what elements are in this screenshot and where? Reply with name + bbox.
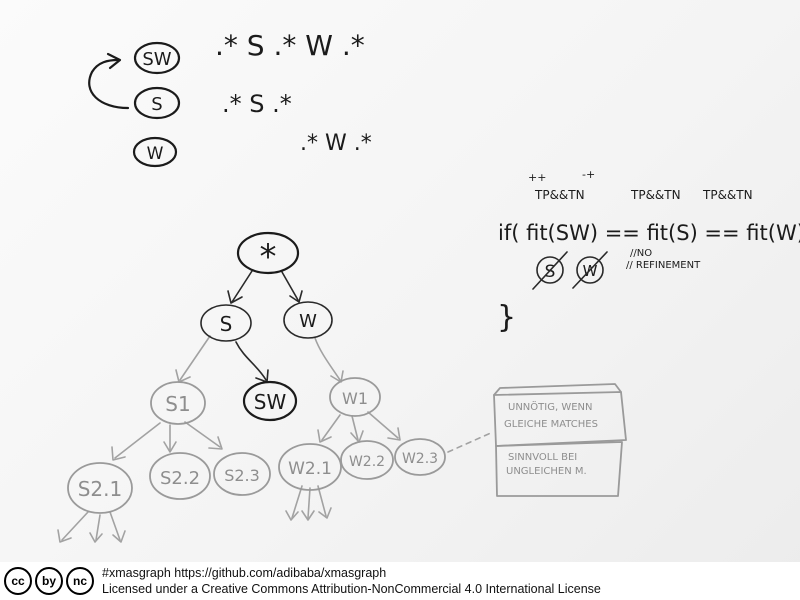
tree-node-s1: S1 (150, 381, 206, 425)
edge-s1-s21-head (111, 446, 126, 461)
crossed-s-symbol: S (532, 251, 568, 290)
tree-node-s22: S2.2 (149, 452, 211, 500)
notes-box: UNNÖTIG, WENN GLEICHE MATCHES SINNVOLL B… (493, 383, 627, 497)
edge-s1-s21 (114, 422, 161, 459)
edge-w1-w22 (351, 415, 359, 441)
legend-pattern-s: .* S .* (222, 90, 292, 118)
tree-node-s23: S2.3 (213, 452, 271, 496)
note-top-line-2: GLEICHE MATCHES (504, 419, 598, 430)
code-label-1: TP&&TN (534, 188, 585, 202)
svg-text:*: * (260, 237, 277, 277)
footer-text: #xmasgraph https://github.com/adibaba/xm… (102, 565, 601, 597)
code-close-brace: } (497, 300, 516, 335)
legend-node-sw: SW (133, 41, 181, 75)
edge-root-s-head (227, 290, 243, 304)
edge-root-s (231, 270, 253, 303)
svg-text:S2.3: S2.3 (224, 466, 260, 485)
svg-text:S2.2: S2.2 (160, 468, 200, 489)
code-note-no: //NO (630, 248, 652, 259)
tree-node-s: S (200, 304, 252, 342)
svg-text:W1: W1 (342, 389, 368, 408)
tree-node-w1: W1 (329, 377, 381, 417)
footer-line-1[interactable]: #xmasgraph https://github.com/adibaba/xm… (102, 566, 387, 580)
edge-s1-s23 (184, 421, 221, 448)
svg-text:SW: SW (254, 390, 287, 414)
edge-s-sw (235, 341, 267, 381)
code-label-3: TP&&TN (702, 188, 753, 202)
svg-text:W2.1: W2.1 (288, 459, 332, 479)
svg-text:SW: SW (142, 49, 171, 70)
w21-leaf-arrows (285, 485, 332, 521)
cc-license-badges: cc by nc (4, 567, 94, 595)
legend-node-s: S (133, 86, 181, 120)
noncommercial-icon: nc (66, 567, 94, 595)
edge-s-s1 (179, 335, 211, 381)
edge-w1-w23-head (387, 427, 401, 441)
svg-text:W: W (147, 144, 164, 164)
edge-w1-w23 (367, 411, 399, 439)
cc-icon: cc (4, 567, 32, 595)
svg-text:S: S (220, 312, 233, 336)
code-note-refinement: // REFINEMENT (626, 260, 701, 271)
tree-node-w22: W2.2 (340, 440, 394, 480)
crossed-w-symbol: W (572, 251, 608, 289)
legend-node-w: W (132, 136, 178, 168)
footer-line-2[interactable]: Licensed under a Creative Commons Attrib… (102, 582, 601, 596)
edge-root-w-head (289, 290, 303, 303)
edge-root-w (281, 271, 299, 301)
code-minus-marks: -+ (582, 168, 595, 181)
svg-text:S: S (151, 94, 162, 115)
note-dashed-connector (447, 431, 494, 453)
legend-arrow-head (106, 52, 122, 70)
svg-text:W: W (299, 311, 317, 332)
legend-curved-arrow (88, 58, 130, 110)
svg-text:S1: S1 (165, 392, 190, 416)
tree-node-s21: S2.1 (67, 462, 133, 514)
tree-node-w: W (283, 301, 333, 339)
note-bottom-line-2: UNGLEICHEN M. (506, 466, 587, 477)
legend-pattern-sw: .* S .* W .* (215, 29, 365, 62)
license-footer: cc by nc #xmasgraph https://github.com/a… (0, 562, 800, 600)
svg-text:W2.2: W2.2 (349, 454, 385, 470)
edge-w1-w21-head (317, 429, 332, 443)
code-label-2: TP&&TN (630, 188, 681, 202)
note-top-line-1: UNNÖTIG, WENN (508, 400, 592, 413)
legend-pattern-w: .* W .* (300, 131, 372, 156)
code-if-line: if( fit(SW) == fit(S) == fit(W) ) { (498, 221, 800, 245)
s21-leaf-arrows (57, 511, 126, 543)
tree-node-w23: W2.3 (394, 438, 446, 476)
tree-node-w21: W2.1 (278, 443, 342, 491)
svg-text:S: S (545, 262, 556, 282)
tree-node-root: * (236, 231, 300, 277)
attribution-icon: by (35, 567, 63, 595)
edge-s1-s23-head (208, 436, 223, 450)
edge-w1-w21 (321, 414, 341, 441)
note-bottom-line-1: SINNVOLL BEI (508, 452, 577, 463)
tree-node-sw: SW (242, 380, 298, 422)
code-plus-marks: ++ (528, 171, 546, 184)
svg-text:W2.3: W2.3 (402, 451, 438, 467)
edge-w-w1 (314, 337, 341, 381)
svg-text:S2.1: S2.1 (78, 477, 123, 501)
edge-s1-s22-head (163, 441, 177, 453)
